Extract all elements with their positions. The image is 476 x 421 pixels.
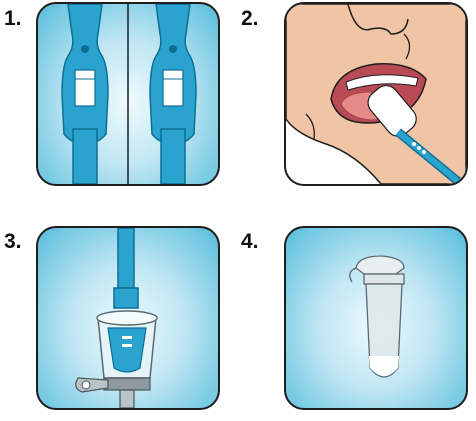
step-number-3: 3. [4,231,22,252]
step-2-panel [284,2,468,186]
step-1-panel [36,2,220,186]
swab-handle-left [62,4,108,184]
mouth-swab-icon [286,4,466,184]
sample-tube-icon [286,228,466,408]
collection-cup-icon [38,228,218,408]
step-3-panel [36,226,220,410]
swab-handle-right [150,4,196,184]
step-4-panel [284,226,468,410]
swab-handle-icon [38,4,218,184]
step-number-4: 4. [241,231,259,252]
step-number-2: 2. [241,8,259,29]
step-number-1: 1. [4,8,22,29]
